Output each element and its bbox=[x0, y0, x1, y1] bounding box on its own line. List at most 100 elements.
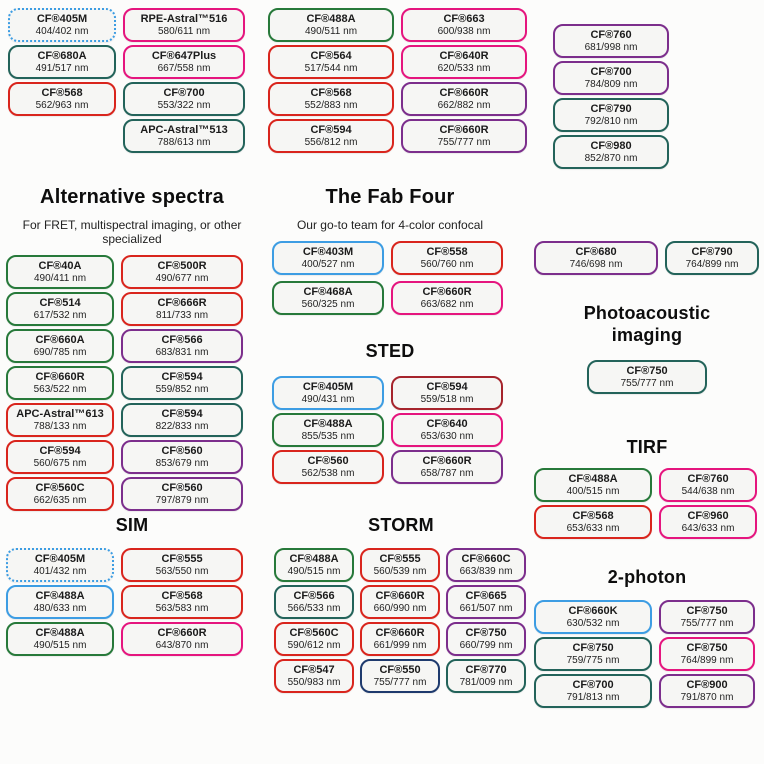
dye-name: CF®666R bbox=[157, 296, 207, 309]
dye-name: CF®660R bbox=[157, 626, 207, 639]
section-subtitle: For FRET, multispectral imaging, or othe… bbox=[22, 218, 242, 246]
dye-wavelengths: 563/522 nm bbox=[33, 383, 87, 395]
dye-wavelengths: 560/760 nm bbox=[420, 258, 474, 270]
dye-wavelengths: 480/633 nm bbox=[33, 602, 87, 614]
dye-wavelengths: 663/682 nm bbox=[420, 298, 474, 310]
dye-wavelengths: 764/899 nm bbox=[680, 654, 734, 666]
dye-wavelengths: 553/322 nm bbox=[157, 99, 211, 111]
dye-name: RPE-Astral™516 bbox=[140, 12, 228, 25]
section-title: TIRF bbox=[626, 437, 668, 457]
dye-name: CF®560 bbox=[307, 454, 349, 467]
section-title: The Fab Four bbox=[325, 186, 455, 208]
dye-wavelengths: 491/517 nm bbox=[35, 62, 89, 74]
dye-wavelengths: 853/679 nm bbox=[155, 457, 209, 469]
dye-name: CF®488A bbox=[568, 472, 618, 485]
dye-wavelengths: 556/812 nm bbox=[304, 136, 358, 148]
dye-wavelengths: 490/515 nm bbox=[33, 639, 87, 651]
dye-wavelengths: 490/511 nm bbox=[304, 25, 358, 37]
dye-name: APC-Astral™513 bbox=[140, 123, 228, 136]
dye-name: CF®560 bbox=[161, 444, 203, 457]
dye-wavelengths: 552/883 nm bbox=[304, 99, 358, 111]
dye-name: CF®568 bbox=[41, 86, 83, 99]
dye-wavelengths: 560/325 nm bbox=[301, 298, 355, 310]
dye-wavelengths: 550/983 nm bbox=[287, 676, 341, 688]
dye-wavelengths: 559/852 nm bbox=[155, 383, 209, 395]
dye-name: CF®555 bbox=[161, 552, 203, 565]
dye-wavelengths: 400/515 nm bbox=[566, 485, 620, 497]
dye-wavelengths: 560/675 nm bbox=[33, 457, 87, 469]
section-title: 2-photon bbox=[607, 567, 687, 587]
dye-name: CF®660A bbox=[35, 333, 85, 346]
section-title: STED bbox=[365, 341, 415, 361]
dye-name: CF®770 bbox=[465, 663, 507, 676]
dye-name: CF®40A bbox=[38, 259, 82, 272]
dye-wavelengths: 566/533 nm bbox=[287, 602, 341, 614]
dye-wavelengths: 600/938 nm bbox=[437, 25, 491, 37]
dye-wavelengths: 563/550 nm bbox=[155, 565, 209, 577]
dye-wavelengths: 562/963 nm bbox=[35, 99, 89, 111]
dye-name: CF®700 bbox=[572, 678, 614, 691]
dye-name: CF®488A bbox=[35, 626, 85, 639]
dye-wavelengths: 755/777 nm bbox=[680, 617, 734, 629]
dye-name: CF®660R bbox=[422, 285, 472, 298]
dye-name: CF®568 bbox=[572, 509, 614, 522]
dye-wavelengths: 401/432 nm bbox=[33, 565, 87, 577]
dye-name: CF®488A bbox=[306, 12, 356, 25]
dye-name: CF®980 bbox=[590, 139, 632, 152]
dye-name: CF®647Plus bbox=[151, 49, 217, 62]
dye-wavelengths: 690/785 nm bbox=[33, 346, 87, 358]
dye-name: CF®500R bbox=[157, 259, 207, 272]
dye-wavelengths: 643/633 nm bbox=[681, 522, 735, 534]
dye-wavelengths: 788/133 nm bbox=[33, 420, 87, 432]
dye-name: CF®790 bbox=[691, 245, 733, 258]
dye-name: CF®594 bbox=[39, 444, 81, 457]
dye-wavelengths: 490/411 nm bbox=[33, 272, 87, 284]
dye-wavelengths: 759/775 nm bbox=[566, 654, 620, 666]
dye-name: CF®568 bbox=[161, 589, 203, 602]
dye-wavelengths: 661/999 nm bbox=[373, 639, 427, 651]
dye-name: CF®900 bbox=[686, 678, 728, 691]
dye-wavelengths: 400/527 nm bbox=[301, 258, 355, 270]
